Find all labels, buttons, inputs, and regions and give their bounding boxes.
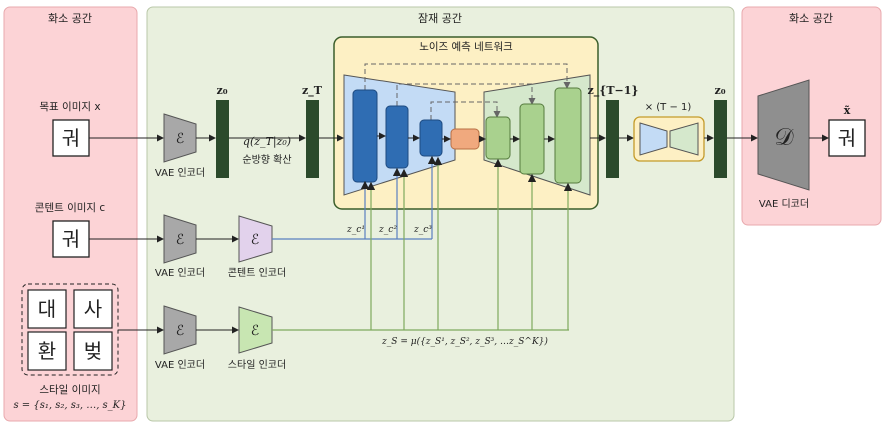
zs-formula: z_S = μ({z_S¹, z_S², z_S³, …z_S^K})	[381, 336, 548, 347]
vae-decoder-symbol: 𝒟	[774, 123, 794, 151]
zc3-label: z_c³	[413, 225, 432, 235]
style-set-formula: s = {s₁, s₂, s₃, …, s_K}	[13, 400, 126, 411]
skip-connection-1	[364, 63, 571, 90]
style-images-group	[21, 283, 119, 376]
unet-bottleneck	[450, 128, 480, 150]
target-image-char: 궈	[62, 126, 80, 150]
style-image-2-char: 사	[84, 297, 102, 321]
style-image-label: 스타일 이미지	[39, 383, 100, 396]
unet-down-block-3	[419, 119, 443, 157]
vae-encoder-2	[163, 214, 197, 264]
zc1-label: z_c¹	[346, 225, 365, 235]
content-image-label: 콘텐트 이미지 c	[35, 202, 106, 214]
output-image-label: x̃	[844, 104, 851, 117]
unet-down-block-2	[385, 105, 409, 169]
repeat-label: × (T − 1)	[645, 102, 692, 113]
forward-diffusion-label: 순방향 확산	[242, 154, 291, 166]
pixel-space-right-title: 화소 공간	[789, 12, 833, 25]
style-image-1-char: 대	[38, 297, 56, 321]
vae-encoder-1-label: VAE 인코더	[155, 167, 205, 179]
latent-z0-bar	[216, 100, 229, 178]
skip-connection-3	[430, 101, 501, 120]
content-encoder	[238, 215, 273, 263]
unet-down-block-1	[352, 89, 378, 183]
vae-decoder-label: VAE 디코더	[759, 198, 809, 210]
latent-zT-minus-1-bar	[606, 100, 619, 178]
style-image-2	[73, 289, 113, 329]
vae-encoder-2-symbol: ℰ	[176, 232, 184, 248]
forward-diffusion-formula: q(z_T|z₀)	[243, 135, 291, 149]
latent-z0-label: z₀	[216, 84, 227, 97]
vae-encoder-2-label: VAE 인코더	[155, 267, 205, 279]
content-encoder-symbol: ℰ	[251, 232, 259, 248]
style-encoder-symbol: ℰ	[251, 323, 259, 339]
latent-z0-out-label: z₀	[714, 84, 725, 97]
output-image-box	[828, 119, 866, 157]
output-image-char: 궈	[838, 126, 856, 150]
unet-up-block-3	[554, 87, 582, 184]
style-image-3-char: 환	[38, 339, 56, 363]
pixel-space-left-title: 화소 공간	[48, 12, 92, 25]
vae-encoder-3	[163, 305, 197, 355]
style-image-4-char: 벚	[84, 339, 102, 363]
vae-decoder	[757, 79, 810, 191]
latent-space-title: 잠재 공간	[418, 12, 462, 25]
vae-encoder-3-symbol: ℰ	[176, 323, 184, 339]
unet-up-block-2	[519, 103, 545, 175]
skip-connection-2	[396, 83, 536, 106]
style-image-1	[27, 289, 67, 329]
repeat-encoder-shape	[639, 122, 668, 156]
noise-network-title: 노이즈 예측 네트워크	[419, 40, 513, 53]
content-image-char: 궈	[62, 227, 80, 251]
style-encoder	[238, 306, 273, 354]
pixel-space-left-region	[3, 6, 138, 422]
unet-up-block-1	[485, 116, 511, 160]
vae-encoder-1-symbol: ℰ	[176, 131, 184, 147]
vae-encoder-1	[163, 113, 197, 163]
style-image-3	[27, 331, 67, 371]
repeat-decoder-shape	[669, 122, 699, 156]
latent-zT-minus-1-label: z_{T−1}	[588, 84, 639, 98]
zc2-label: z_c²	[378, 225, 397, 235]
vae-encoder-3-label: VAE 인코더	[155, 359, 205, 371]
style-image-4	[73, 331, 113, 371]
content-encoder-label: 콘텐트 인코더	[228, 267, 286, 279]
latent-z0-out-bar	[714, 100, 727, 178]
style-encoder-label: 스타일 인코더	[228, 359, 286, 371]
latent-zT-label: z_T	[302, 84, 323, 98]
target-image-label: 목표 이미지 x	[39, 101, 100, 113]
latent-zT-bar	[306, 100, 319, 178]
